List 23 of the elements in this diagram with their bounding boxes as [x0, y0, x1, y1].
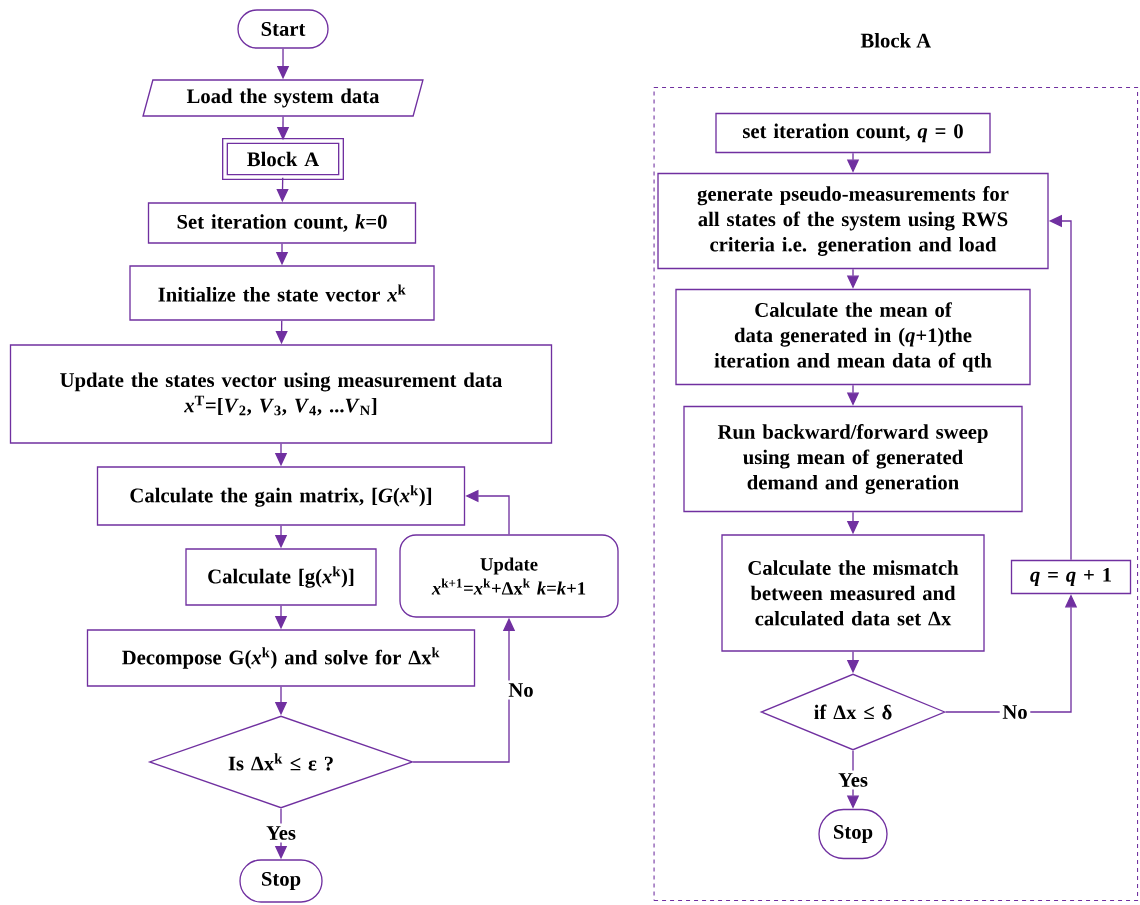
terminal-box: Start: [237, 9, 329, 49]
process-box: Update the states vector using measurement data x$^{T}$=[V$_{2}$, V$_{3}$, V$_{4}$, ...V$_{N}$]: [9, 344, 553, 444]
process-box: Calculate the gain matrix, [G(x$^{k}$)]: [96, 466, 466, 526]
process-box: Decompose G(x$^{k}$) and solve for Δx$^{k}$: [86, 629, 476, 687]
terminal-box: Stop: [818, 808, 888, 860]
process-box: q = q + 1: [1010, 559, 1132, 595]
node-label: Block A: [860, 33, 931, 48]
process-box: Calculate the mean of data generated in (q+1)the iteration and mean data of qth: [675, 288, 1031, 386]
process-box: Update x$^{k+1}$=x$^{k}$+Δx$^{k}$ k=k+1: [399, 534, 619, 618]
edge-label: No: [505, 680, 537, 700]
process-box: Run backward/forward sweep using mean of generated demand and generation: [683, 405, 1023, 513]
subroutine-box: Block A: [222, 138, 344, 180]
edge-label: Yes: [835, 770, 871, 790]
edge-label: Yes: [263, 823, 299, 843]
terminal-box: Stop: [239, 859, 323, 903]
process-box: generate pseudo-measurements for all states of the system using RWS criteria i.e. generation and load: [657, 172, 1049, 270]
edge-label: No: [999, 702, 1031, 722]
process-box: Calculate the mismatch between measured and calculated data set Δx: [721, 534, 985, 652]
process-box: Calculate [g(x$^{k}$)]: [185, 548, 377, 606]
input-parallelogram: Load the system data: [142, 79, 424, 117]
process-box: Set iteration count, k=0: [147, 202, 417, 244]
process-box: set iteration count, q = 0: [715, 112, 991, 154]
process-box: Initialize the state vector x$^{k}$: [129, 265, 435, 321]
